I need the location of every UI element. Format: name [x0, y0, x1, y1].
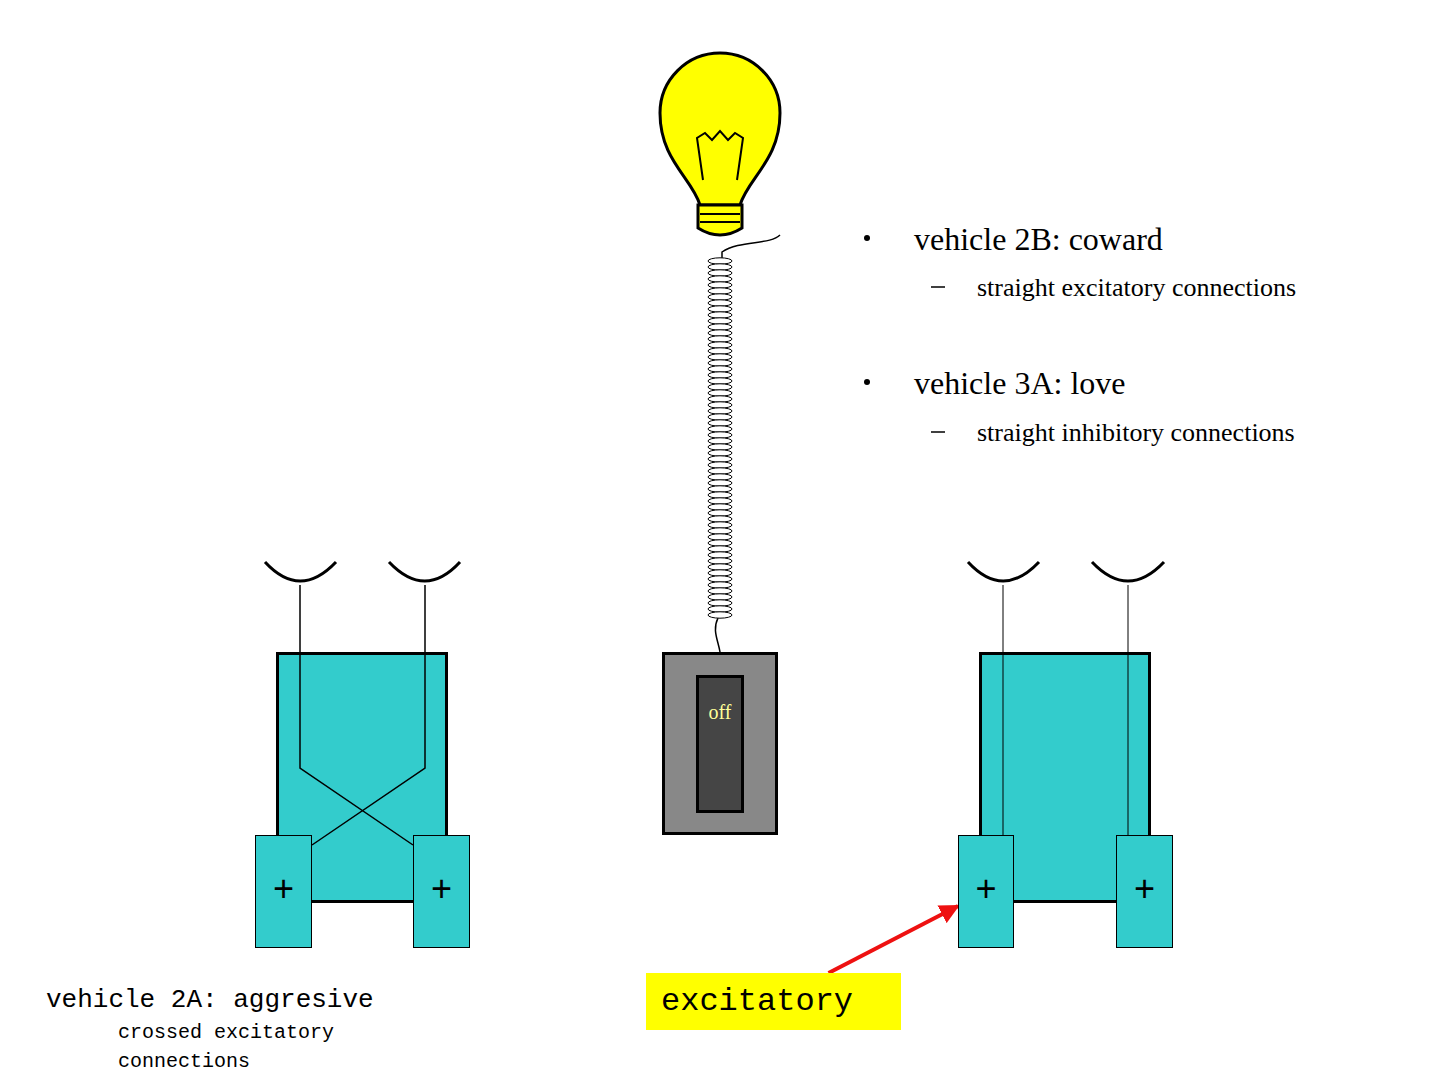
bulb-filament [697, 131, 743, 180]
dash [931, 431, 945, 433]
cord-wire [722, 235, 780, 258]
vehicle-title: vehicle 2B: coward [914, 221, 1163, 258]
motor-wheel: + [1116, 835, 1173, 948]
polarity-sign: + [1134, 874, 1156, 910]
bullet [864, 235, 870, 241]
cord-wire [715, 618, 720, 652]
vehicle-note: straight inhibitory connections [977, 418, 1295, 448]
crossed-wire [300, 585, 413, 845]
dash [931, 286, 945, 288]
straight-wire [1003, 585, 1004, 835]
crossed-wire [312, 585, 425, 845]
coil-cord [708, 258, 732, 618]
callout-arrow [829, 906, 958, 973]
bulb-thread [700, 221, 740, 223]
polarity-sign: + [273, 874, 295, 910]
light-sensor [389, 562, 460, 581]
bullet [864, 379, 870, 385]
callout-text: excitatory [661, 986, 853, 1018]
motor-wheel: + [958, 835, 1014, 948]
light-sensor [968, 562, 1039, 581]
bulb-base [698, 205, 742, 235]
vehicle-note: crossed excitatory connections [118, 1018, 388, 1076]
switch-rocker: off [696, 675, 744, 813]
vehicle-title: vehicle 3A: love [914, 365, 1125, 402]
polarity-sign: + [431, 874, 453, 910]
straight-wire [1128, 585, 1129, 835]
light-sensor [1092, 562, 1164, 581]
bulb-glass [660, 53, 780, 205]
polarity-sign: + [975, 874, 997, 910]
switch-label: off [709, 702, 732, 810]
motor-wheel: + [255, 835, 312, 948]
callout-box: excitatory [646, 973, 901, 1030]
vehicle-note: straight excitatory connections [977, 273, 1296, 303]
motor-wheel: + [413, 835, 470, 948]
light-sensor [265, 562, 336, 581]
bulb-thread [700, 213, 740, 215]
vehicle-title: vehicle 2A: aggresive [46, 986, 374, 1016]
switch-plate [664, 654, 777, 834]
